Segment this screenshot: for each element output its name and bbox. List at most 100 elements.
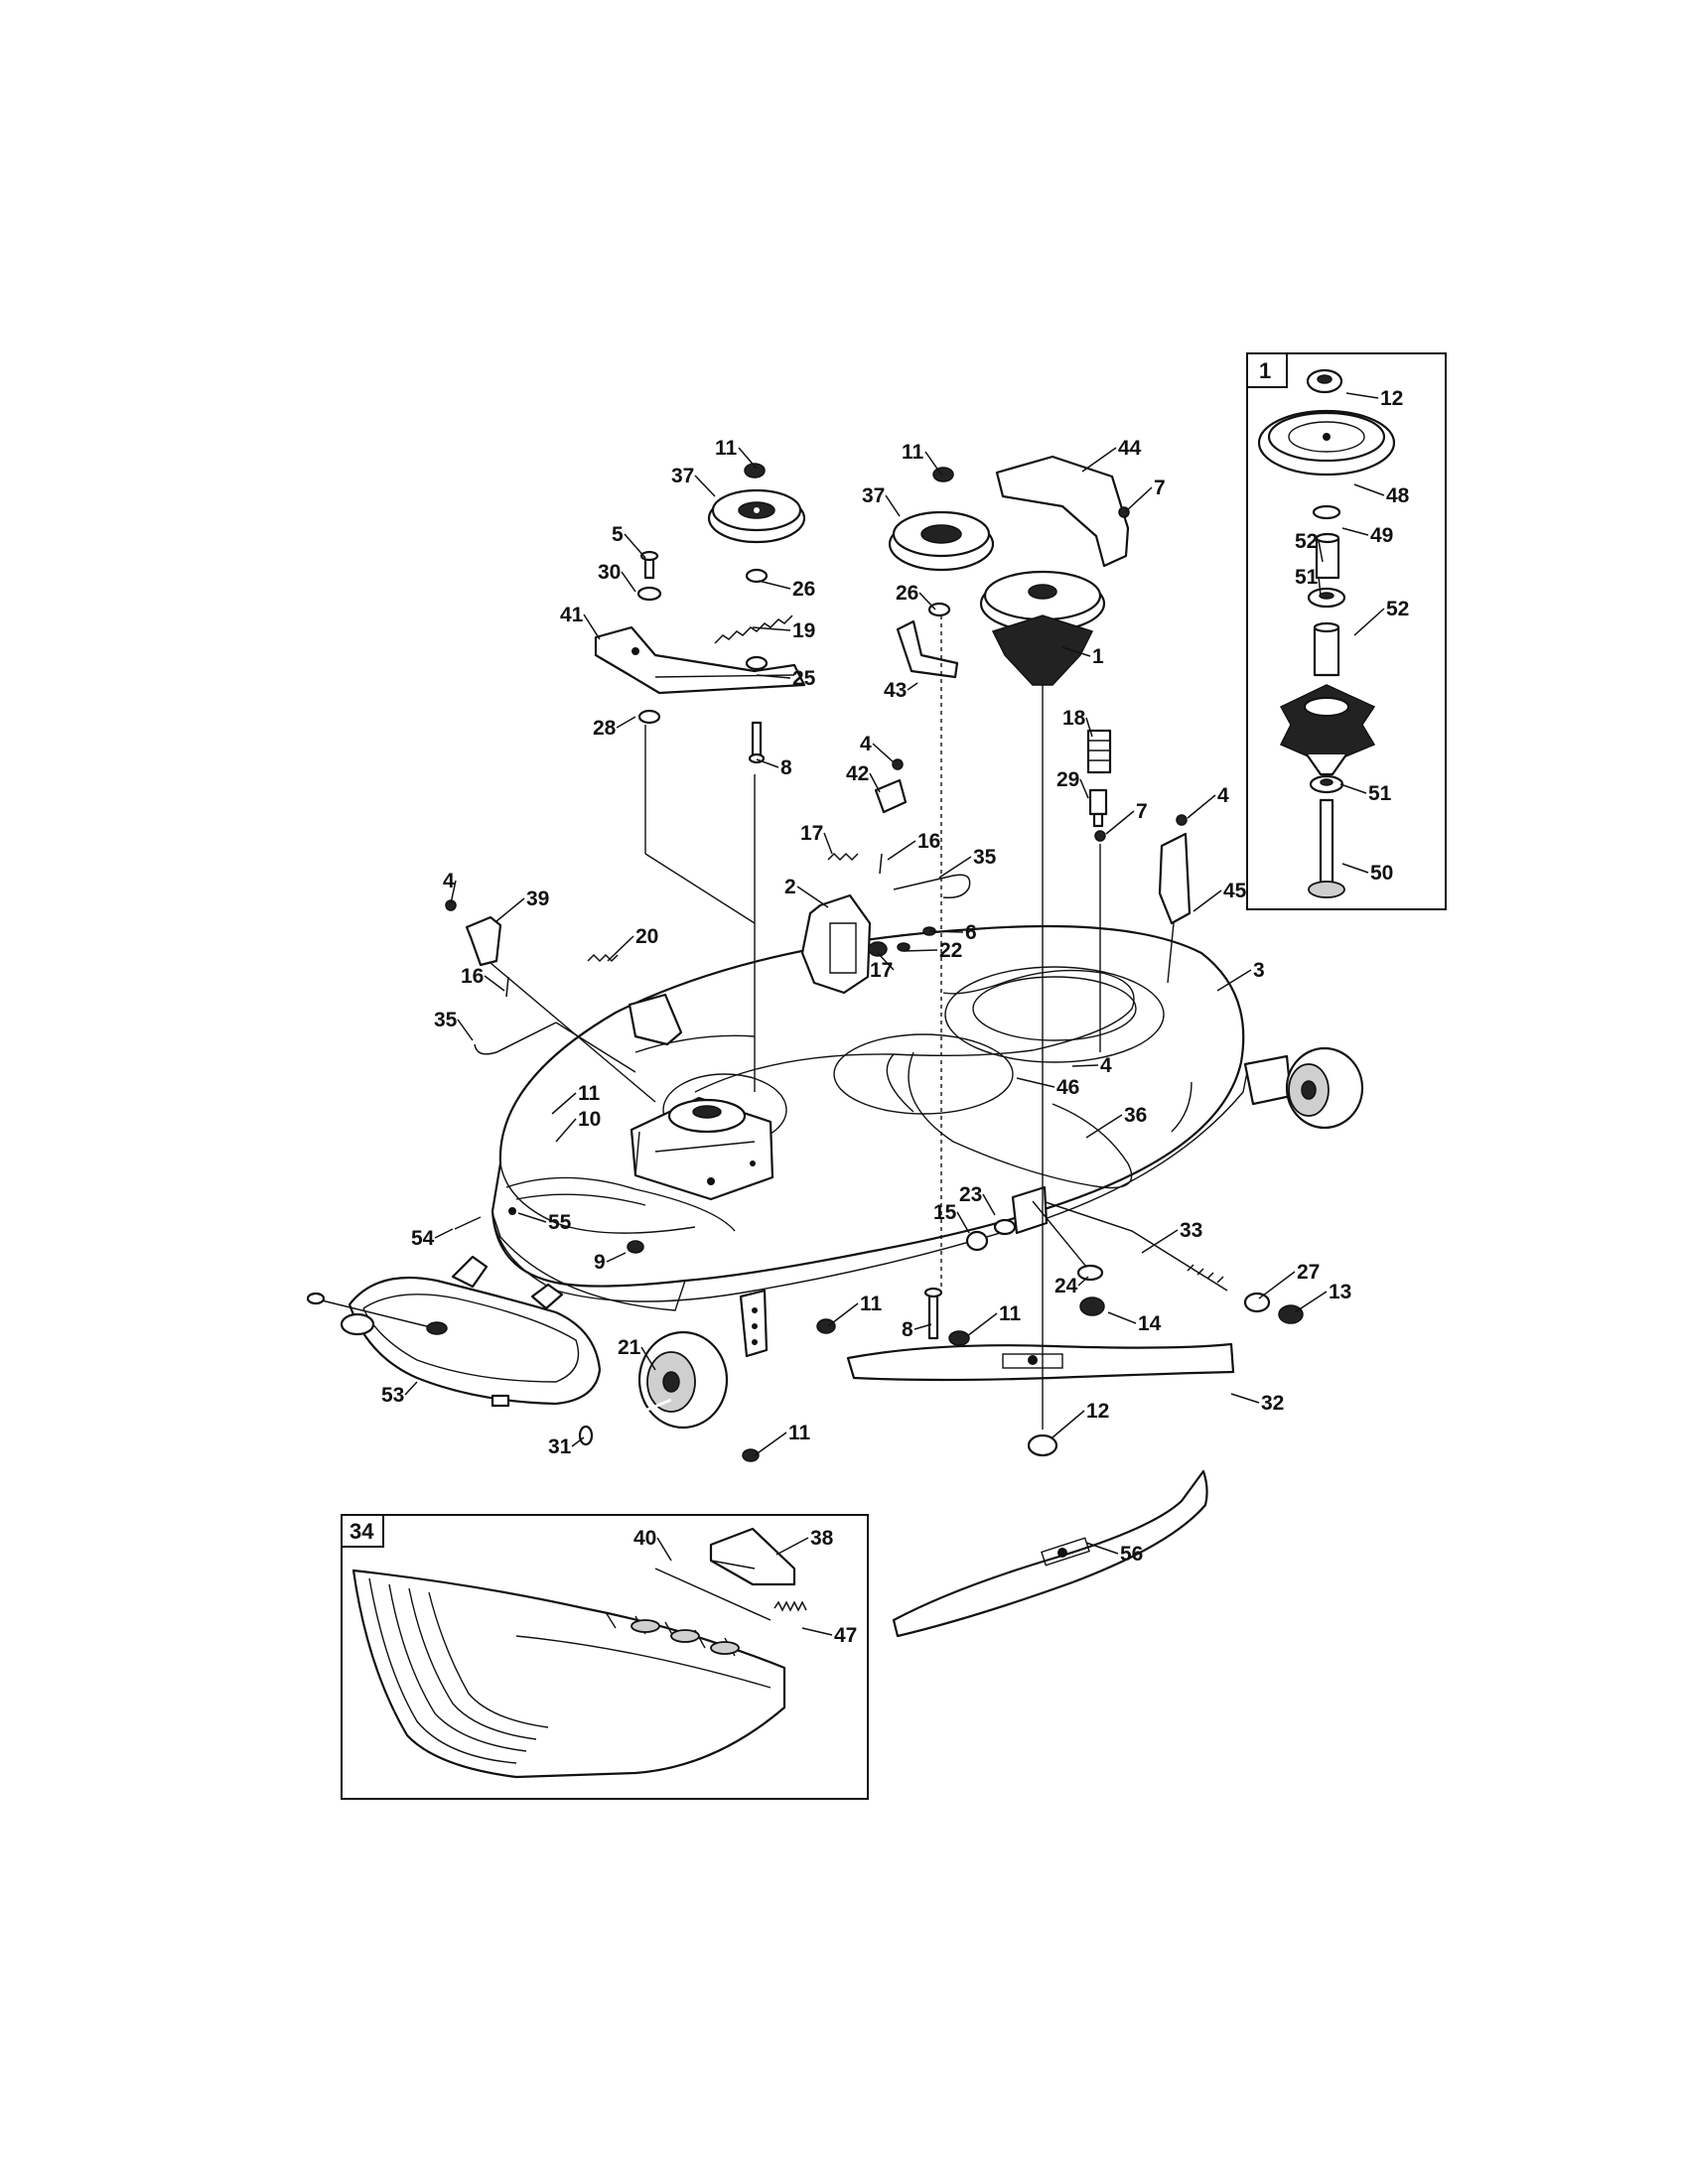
- part-number-label: 54: [411, 1227, 435, 1250]
- callout-leader: [756, 758, 779, 768]
- callout-leader: [887, 840, 916, 861]
- callout-leader: [1079, 778, 1089, 799]
- callout-leader: [756, 674, 791, 679]
- callout-53: 53: [381, 1381, 418, 1407]
- callout-leader: [1085, 1542, 1119, 1555]
- callout-48: 48: [1353, 483, 1410, 507]
- callout-31: 31: [548, 1435, 585, 1458]
- part-number-label: 11: [902, 441, 924, 464]
- spring-19: [714, 614, 793, 644]
- callout-leader: [872, 743, 895, 763]
- callout-11: 11: [754, 1422, 811, 1456]
- chute-hinge-rod: [454, 1216, 482, 1230]
- callout-26: 26: [758, 578, 815, 601]
- callout-27: 27: [1258, 1261, 1320, 1299]
- callout-leader: [450, 880, 457, 904]
- screw-7-upper: [1118, 506, 1130, 518]
- part-number-label: 39: [526, 887, 549, 910]
- callout-47: 47: [801, 1624, 857, 1647]
- callout-leader: [606, 1252, 627, 1263]
- part-number-label: 46: [1056, 1076, 1079, 1099]
- spindle-nut: [1306, 368, 1343, 394]
- callout-4: 4: [860, 733, 895, 763]
- callout-4: 4: [1187, 784, 1229, 819]
- spring-17-lower: [868, 941, 888, 957]
- callout-9: 9: [594, 1251, 627, 1274]
- part-number-label: 56: [1120, 1543, 1143, 1566]
- part-number-label: 13: [1329, 1281, 1351, 1303]
- callout-leader: [1085, 1114, 1123, 1139]
- callout-16: 16: [887, 830, 940, 861]
- spacer-18: [1086, 729, 1112, 774]
- callout-7: 7: [1125, 477, 1166, 512]
- callout-leader: [924, 451, 942, 476]
- callout-32: 32: [1230, 1392, 1284, 1415]
- part-number-label: 26: [792, 578, 815, 601]
- callout-50: 50: [1341, 862, 1393, 885]
- callout-leader: [1061, 646, 1091, 657]
- mower-deck-shell: [491, 924, 1250, 1311]
- callout-leader: [624, 533, 646, 559]
- callout-10: 10: [555, 1108, 601, 1143]
- part-number-label: 12: [1380, 387, 1403, 410]
- callout-52: 52: [1295, 530, 1324, 563]
- part-number-label: 8: [780, 756, 792, 779]
- washer-23: [993, 1218, 1017, 1236]
- callout-25: 25: [756, 667, 816, 690]
- bolt-8-upper: [748, 721, 766, 764]
- callout-11: 11: [827, 1293, 883, 1327]
- callout-leader: [758, 580, 791, 590]
- callout-leader: [640, 1346, 656, 1371]
- part-number-label: 52: [1295, 530, 1318, 553]
- part-number-label: 14: [1138, 1312, 1162, 1335]
- part-number-label: 4: [443, 870, 455, 892]
- callout-37: 37: [671, 465, 716, 497]
- part-number-label: 53: [381, 1384, 404, 1407]
- callout-leader: [1081, 447, 1117, 473]
- callout-leader: [1125, 486, 1153, 512]
- part-number-label: 30: [598, 561, 621, 584]
- bracket-42: [874, 778, 908, 814]
- callout-leader: [484, 975, 505, 992]
- part-number-label: 48: [1386, 484, 1410, 507]
- nut-11-bottom: [742, 1448, 760, 1462]
- callout-leader: [607, 935, 634, 962]
- callout-35: 35: [434, 1009, 474, 1041]
- callout-leader: [551, 1092, 577, 1115]
- part-number-label: 17: [800, 822, 823, 845]
- washer-30: [636, 586, 662, 602]
- callout-leader: [1105, 810, 1135, 835]
- callout-4: 4: [1071, 1054, 1112, 1077]
- callout-56: 56: [1085, 1542, 1143, 1566]
- callout-28: 28: [593, 716, 636, 740]
- part-number-label: 47: [834, 1624, 857, 1647]
- washer-26-middle: [927, 602, 951, 617]
- discharge-chute: [306, 1255, 602, 1408]
- part-number-label: 33: [1180, 1219, 1202, 1242]
- callout-19: 19: [752, 619, 815, 642]
- screw-55: [508, 1207, 516, 1215]
- axle-bolt: [578, 1398, 672, 1446]
- callout-leader: [1193, 889, 1222, 912]
- callout-3: 3: [1216, 959, 1265, 992]
- callout-leader: [1230, 1393, 1260, 1404]
- callout-leader: [495, 897, 525, 922]
- callout-leader: [571, 1436, 585, 1447]
- callout-1: 1: [1061, 645, 1104, 668]
- callout-leader: [1141, 1229, 1179, 1254]
- callout-leader: [694, 475, 716, 497]
- callout-leader: [801, 1627, 833, 1636]
- callout-55: 55: [517, 1211, 572, 1234]
- screw-4-right: [1176, 814, 1188, 826]
- part-number-label: 43: [884, 679, 907, 702]
- part-number-label: 31: [548, 1435, 572, 1458]
- nut-11-wheel: [816, 1318, 836, 1334]
- callout-7: 7: [1105, 800, 1148, 835]
- callout-leader: [918, 592, 936, 611]
- callout-11: 11: [715, 437, 758, 470]
- callout-leader: [1085, 717, 1093, 738]
- bearing-upper: [1307, 587, 1346, 609]
- part-number-label: 35: [434, 1009, 458, 1031]
- callout-leader: [621, 571, 636, 593]
- part-number-label: 51: [1295, 566, 1319, 589]
